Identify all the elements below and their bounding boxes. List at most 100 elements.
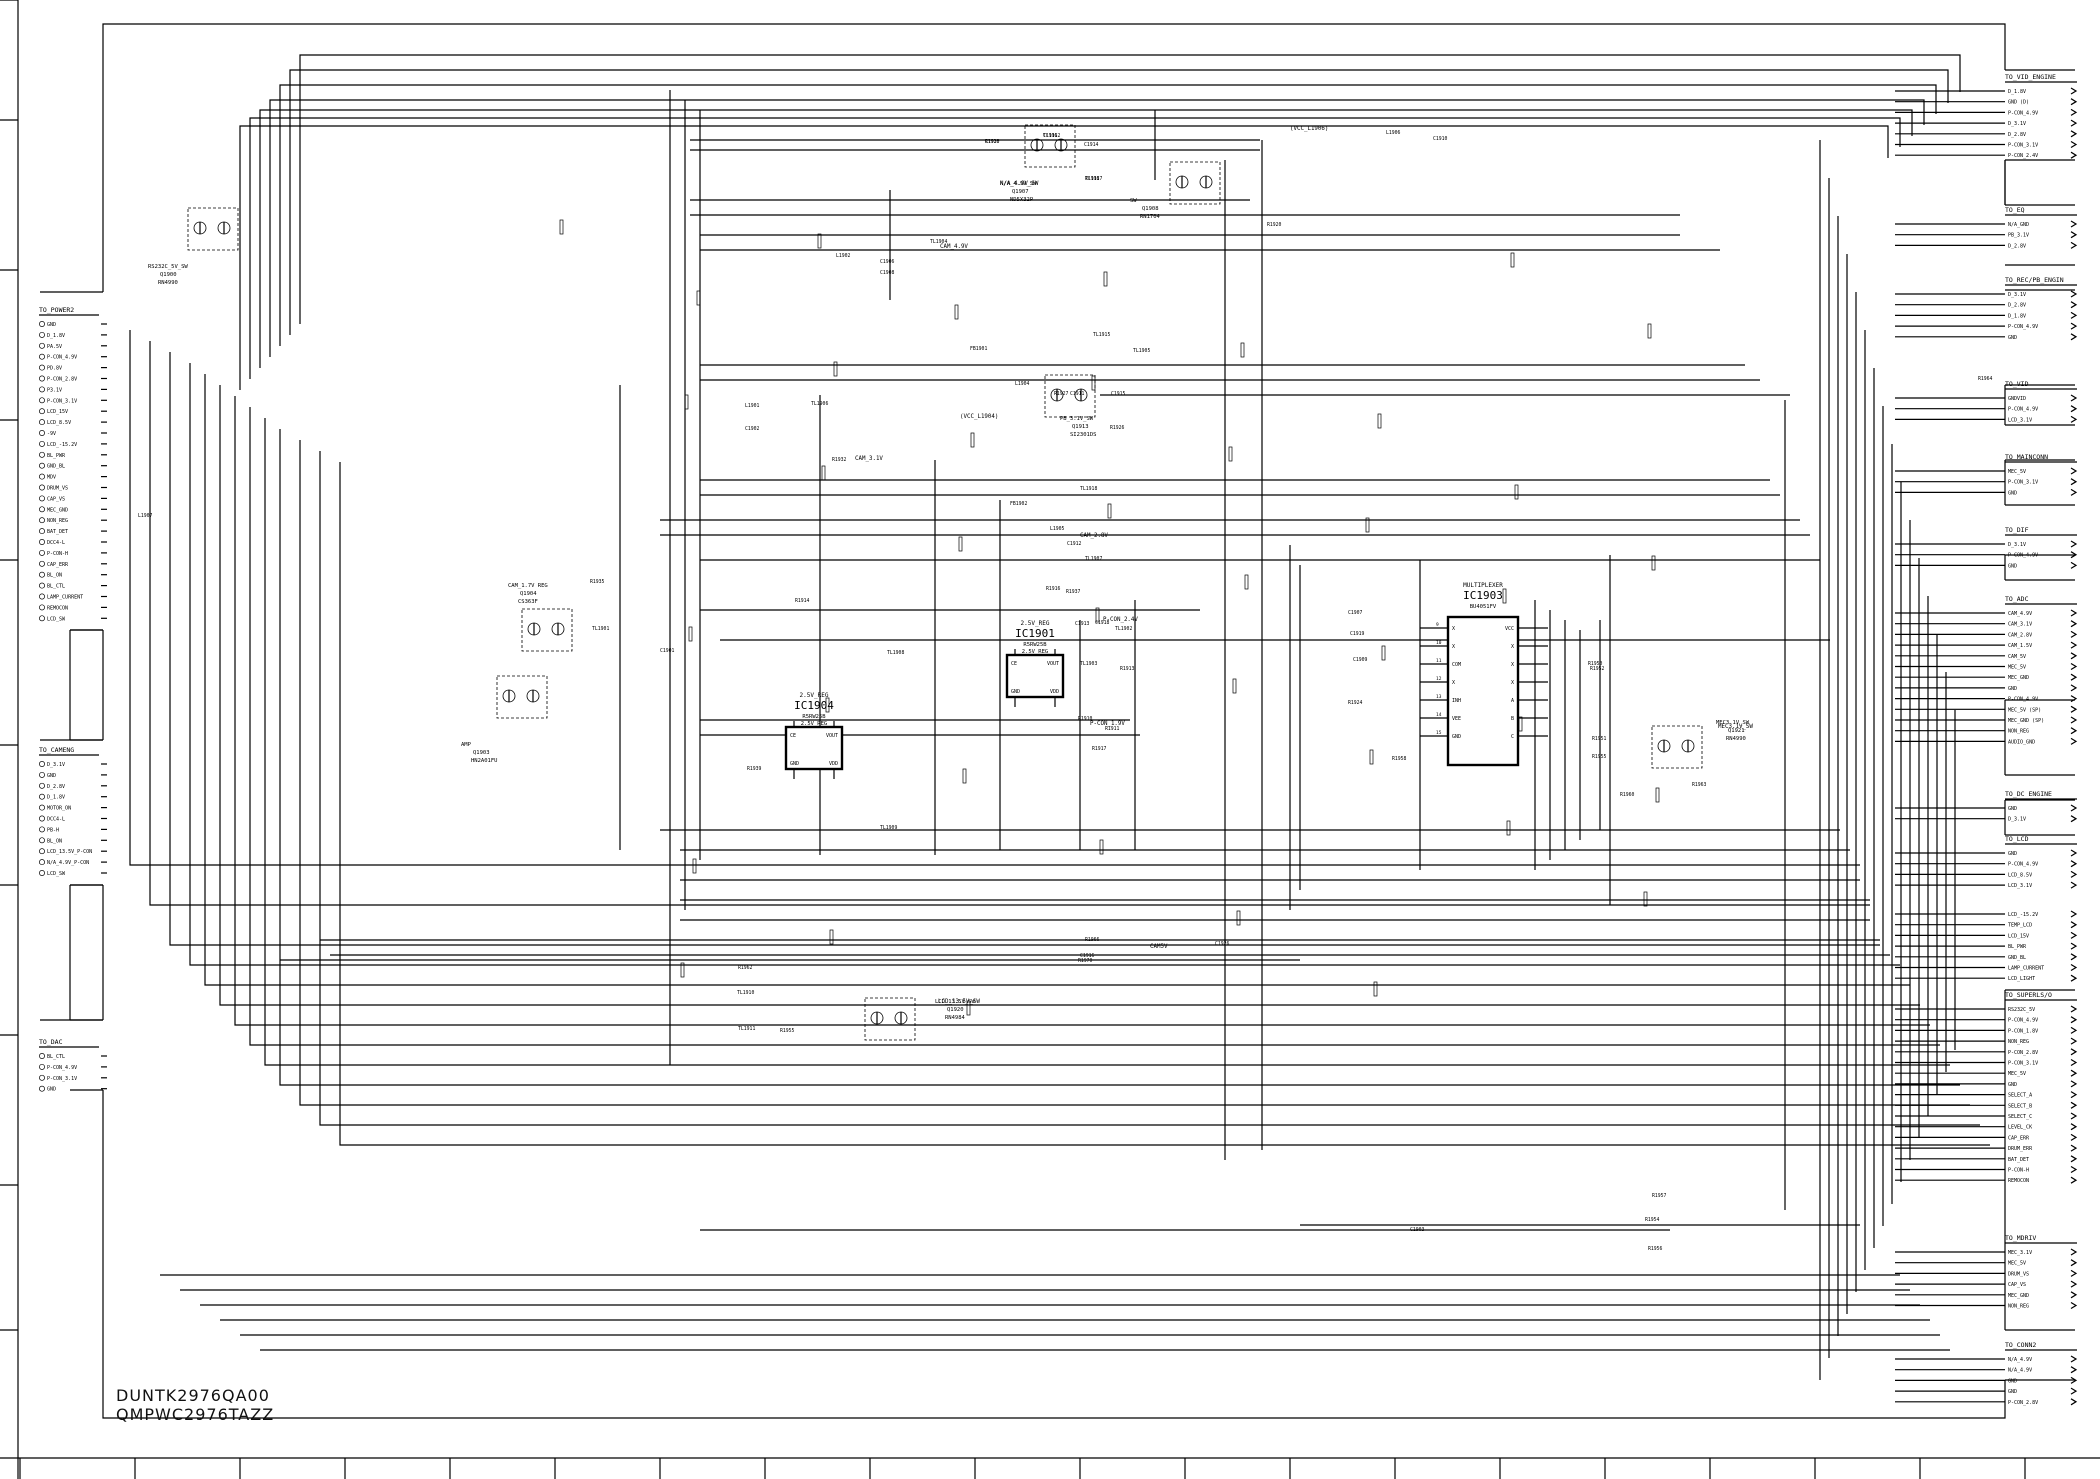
pin-label: LCD_15V [47, 409, 68, 415]
pin-label: GND [2008, 1378, 2017, 1384]
border-bottom [102, 1090, 2006, 1419]
connector-pin [39, 782, 45, 789]
component-ref: C1906 [880, 259, 895, 265]
connector-pin-arrow [2070, 394, 2078, 402]
ic-pin-label: X [1511, 680, 1514, 686]
pin-label: P-CON_1.8V [2008, 1028, 2038, 1034]
connector-pin [39, 451, 45, 458]
component-ref: R1960 [1620, 792, 1635, 798]
connector-pin-arrow [2070, 1387, 2078, 1395]
connector-pin-arrow [2070, 695, 2078, 703]
pin-label: LCD_8.5V [2008, 872, 2032, 878]
pin-label: PA.5V [47, 344, 62, 350]
passive-component [1643, 891, 1648, 907]
connector-pin [39, 375, 45, 382]
ic-pin-number: 13 [1436, 694, 1442, 700]
connector-pin-arrow [2070, 231, 2078, 239]
pin-label: D_1.8V [2008, 89, 2026, 95]
connector-pin-arrow [2070, 87, 2078, 95]
ic-ic1903: MULTIPLEXERIC1903BU4051FVX9X10COM11X12IN… [1420, 582, 1548, 767]
connector-pin-arrow [2070, 1026, 2078, 1034]
connector-pin-arrow [2070, 942, 2078, 950]
pin-label: LCD_3.1V [2008, 417, 2032, 423]
bus-wire [239, 125, 1889, 390]
connector-pin-arrow [2070, 1280, 2078, 1288]
ic-body [1005, 653, 1065, 699]
passive-component [833, 361, 838, 377]
transistor-package [521, 608, 573, 652]
part-code-1: DUNTK2976QA00 [116, 1386, 270, 1405]
component-ref: TL1905 [1133, 348, 1150, 354]
passive-component [692, 858, 697, 874]
connector-title: TO_MDRIV [2005, 1234, 2036, 1242]
component-ref: TL1909 [880, 825, 897, 831]
component-ref: R1917 [1092, 746, 1107, 752]
connector-pin-arrow [2070, 1048, 2078, 1056]
pin-label: MDV [47, 475, 56, 481]
transistor-desc: SW [1130, 198, 1137, 204]
pin-label: P-CON_2.8V [47, 377, 77, 383]
pin-label: GND_BL [47, 464, 65, 470]
passive-component [825, 697, 830, 713]
component-ref: C1902 [745, 426, 760, 432]
pin-label: D_2.8V [2008, 132, 2026, 138]
ic-pin-number: 9 [1436, 622, 1439, 628]
connector-title: TO_LCD [2005, 835, 2029, 843]
passive-component [1095, 607, 1100, 623]
component-ref: TL1907 [1085, 556, 1102, 562]
passive-component [966, 1000, 971, 1016]
pin-label: P3.1V [47, 387, 62, 393]
connector-pin-arrow [2070, 705, 2078, 713]
connector-pin-arrow [2070, 1091, 2078, 1099]
connector-title: TO_EQ [2005, 206, 2025, 214]
connector-pin-arrow [2070, 1037, 2078, 1045]
component-ref: TL1910 [737, 990, 754, 996]
component-ref: TL1904 [930, 239, 947, 245]
ic-pin-label: X [1452, 644, 1455, 650]
passive-component [1514, 484, 1519, 500]
connector-pin-arrow [2070, 673, 2078, 681]
component-ref: R1926 [1110, 425, 1125, 431]
connector-pin-arrow [2070, 1291, 2078, 1299]
connector-pin [39, 804, 45, 811]
transistor-desc: AMP [461, 742, 472, 748]
pin-label: CAP_VS [2008, 1282, 2026, 1288]
rail-label: N/A_4.9V_SW [1000, 181, 1039, 187]
pin-label: LCD_8.5V [47, 420, 71, 426]
ic-pin-label: CE [790, 733, 796, 739]
pin-label: DCC4-L [47, 540, 65, 546]
pin-label: MEC_5V [2008, 665, 2026, 671]
component-ref: TL1911 [738, 1026, 755, 1032]
left-connectors: TO_POWER2GNDD_1.8VPA.5VP-CON_4.9VPD.8VP-… [39, 306, 107, 1093]
pin-label: D_2.8V [47, 784, 65, 790]
component-ref: C1919 [1350, 631, 1365, 637]
wires [129, 54, 1990, 1380]
connector-pin-arrow [2070, 684, 2078, 692]
connector-pin-arrow [2070, 1016, 2078, 1024]
transistor-ref: Q1903 [473, 750, 490, 756]
component-ref: R1952 [1590, 666, 1605, 672]
pin-label: LCD_15V [2008, 933, 2029, 939]
connector-pin-arrow [2070, 488, 2078, 496]
rail-label: CAM_2.8V [1080, 533, 1108, 539]
connector-pin-arrow [2070, 415, 2078, 423]
ic-pin-label: VOUT [1047, 661, 1059, 667]
connector-pin-arrow [2070, 108, 2078, 116]
connector-title: TO_SUPERLS/O [2005, 991, 2052, 999]
connector-right-to-rec-pb-engin: TO_REC/PB_ENGIND_3.1VD_2.8VD_1.8VP-CON_4… [1895, 276, 2078, 341]
passive-component [1651, 555, 1656, 571]
pin-label: D_1.8V [47, 795, 65, 801]
transistor-desc: N/A_4.9V_SW [1000, 181, 1037, 187]
component-ref: C1916 [1043, 133, 1058, 139]
pin-label: TEMP_LCD [2008, 923, 2032, 929]
connector-pin [39, 582, 45, 589]
pin-label: P-CON_4.9V [2008, 110, 2038, 116]
pin-label: NON_REG [47, 518, 68, 524]
connector-pin [39, 826, 45, 833]
connector-title: TO_MAINCONN [2005, 453, 2048, 461]
passive-component [1244, 574, 1249, 590]
transistor-part: RN4984 [945, 1015, 966, 1021]
pin-label: P-CON-H [2008, 1168, 2029, 1174]
bus-wire [279, 429, 1960, 1086]
